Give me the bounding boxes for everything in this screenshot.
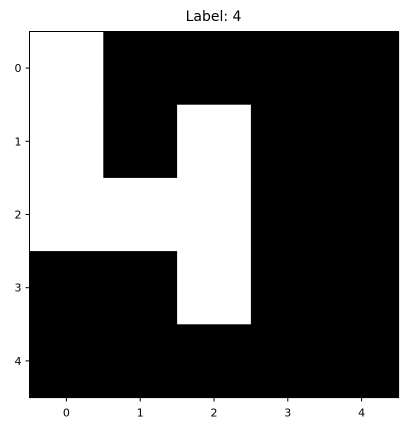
heatmap-cell-r0-c4	[324, 31, 400, 106]
x-axis-ticks: 0 1 2 3 4	[63, 397, 365, 420]
x-tick-label: 0	[63, 407, 70, 420]
y-tick-label: 4	[15, 355, 22, 368]
y-tick-label: 3	[15, 282, 22, 295]
heatmap-cell-r3-c4	[324, 251, 400, 325]
heatmap-cell-r0-c3	[250, 31, 326, 106]
heatmap-cell-r3-c3	[250, 251, 326, 325]
y-tick-label: 0	[15, 62, 22, 75]
heatmap-cell-r2-c2	[177, 177, 252, 252]
heatmap-cell-r1-c3	[250, 104, 326, 179]
heatmap-cell-r3-c2	[177, 251, 252, 325]
heatmap-cell-r1-c2	[177, 104, 252, 179]
y-axis-ticks: 0 1 2 3 4	[15, 62, 30, 368]
heatmap-cell-r4-c1	[103, 324, 178, 399]
heatmap-cell-r2-c4	[324, 177, 400, 252]
heatmap-cell-r0-c1	[103, 31, 178, 106]
chart-title: Label: 4	[186, 9, 242, 25]
y-tick-label: 1	[15, 135, 22, 148]
heatmap-cell-r4-c2	[177, 324, 252, 399]
x-tick-label: 4	[358, 407, 365, 420]
x-tick-label: 2	[211, 407, 218, 420]
y-tick-label: 2	[15, 209, 22, 222]
heatmap-cell-r4-c0	[29, 324, 104, 399]
x-tick-label: 1	[137, 407, 144, 420]
heatmap-cell-r0-c0	[29, 31, 104, 106]
heatmap-cell-r1-c1	[103, 104, 178, 179]
heatmap-cell-r3-c0	[29, 251, 104, 325]
heatmap-cells	[29, 31, 400, 399]
heatmap-cell-r0-c2	[177, 31, 252, 106]
heatmap-cell-r1-c4	[324, 104, 400, 179]
heatmap-cell-r2-c0	[29, 177, 104, 252]
x-tick-label: 3	[284, 407, 291, 420]
heatmap-cell-r3-c1	[103, 251, 178, 325]
heatmap-cell-r4-c4	[324, 324, 400, 399]
heatmap-cell-r1-c0	[29, 104, 104, 179]
heatmap-cell-r2-c1	[103, 177, 178, 252]
heatmap-cell-r4-c3	[250, 324, 326, 399]
heatmap-cell-r2-c3	[250, 177, 326, 252]
